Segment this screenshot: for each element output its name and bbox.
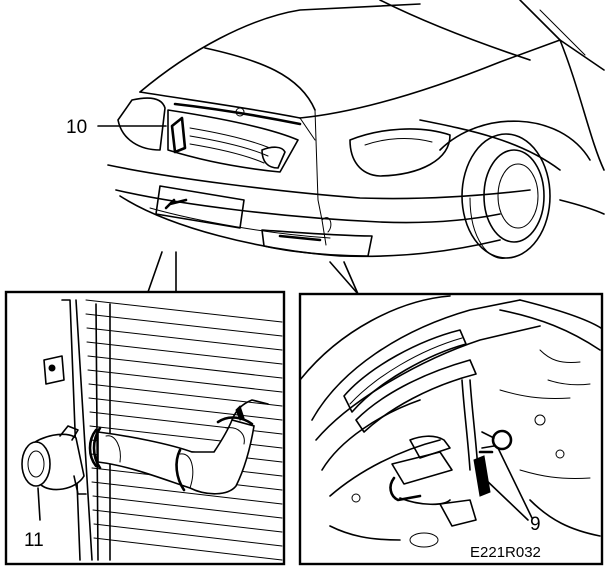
callout-9-label: 9 [530,514,541,535]
left-detail-panel [4,290,286,566]
right-detail-panel [298,292,604,566]
callout-9-leader-b [497,447,533,519]
right-panel-frame [298,292,604,566]
connector-left [147,251,163,293]
car-front-view [97,0,605,259]
intercooler-hose [97,419,255,495]
left-panel-frame [4,290,286,566]
callout-11-leader [37,487,41,521]
figure-code: E221R032 [470,544,541,561]
connector-right [329,261,359,295]
callout-10-label: 10 [66,117,87,138]
ring-clamp [491,429,513,451]
connector-right-2 [343,261,359,295]
callout-9-leader-a [483,477,529,521]
callout-11-label: 11 [24,530,44,551]
bolt-9 [473,455,491,497]
